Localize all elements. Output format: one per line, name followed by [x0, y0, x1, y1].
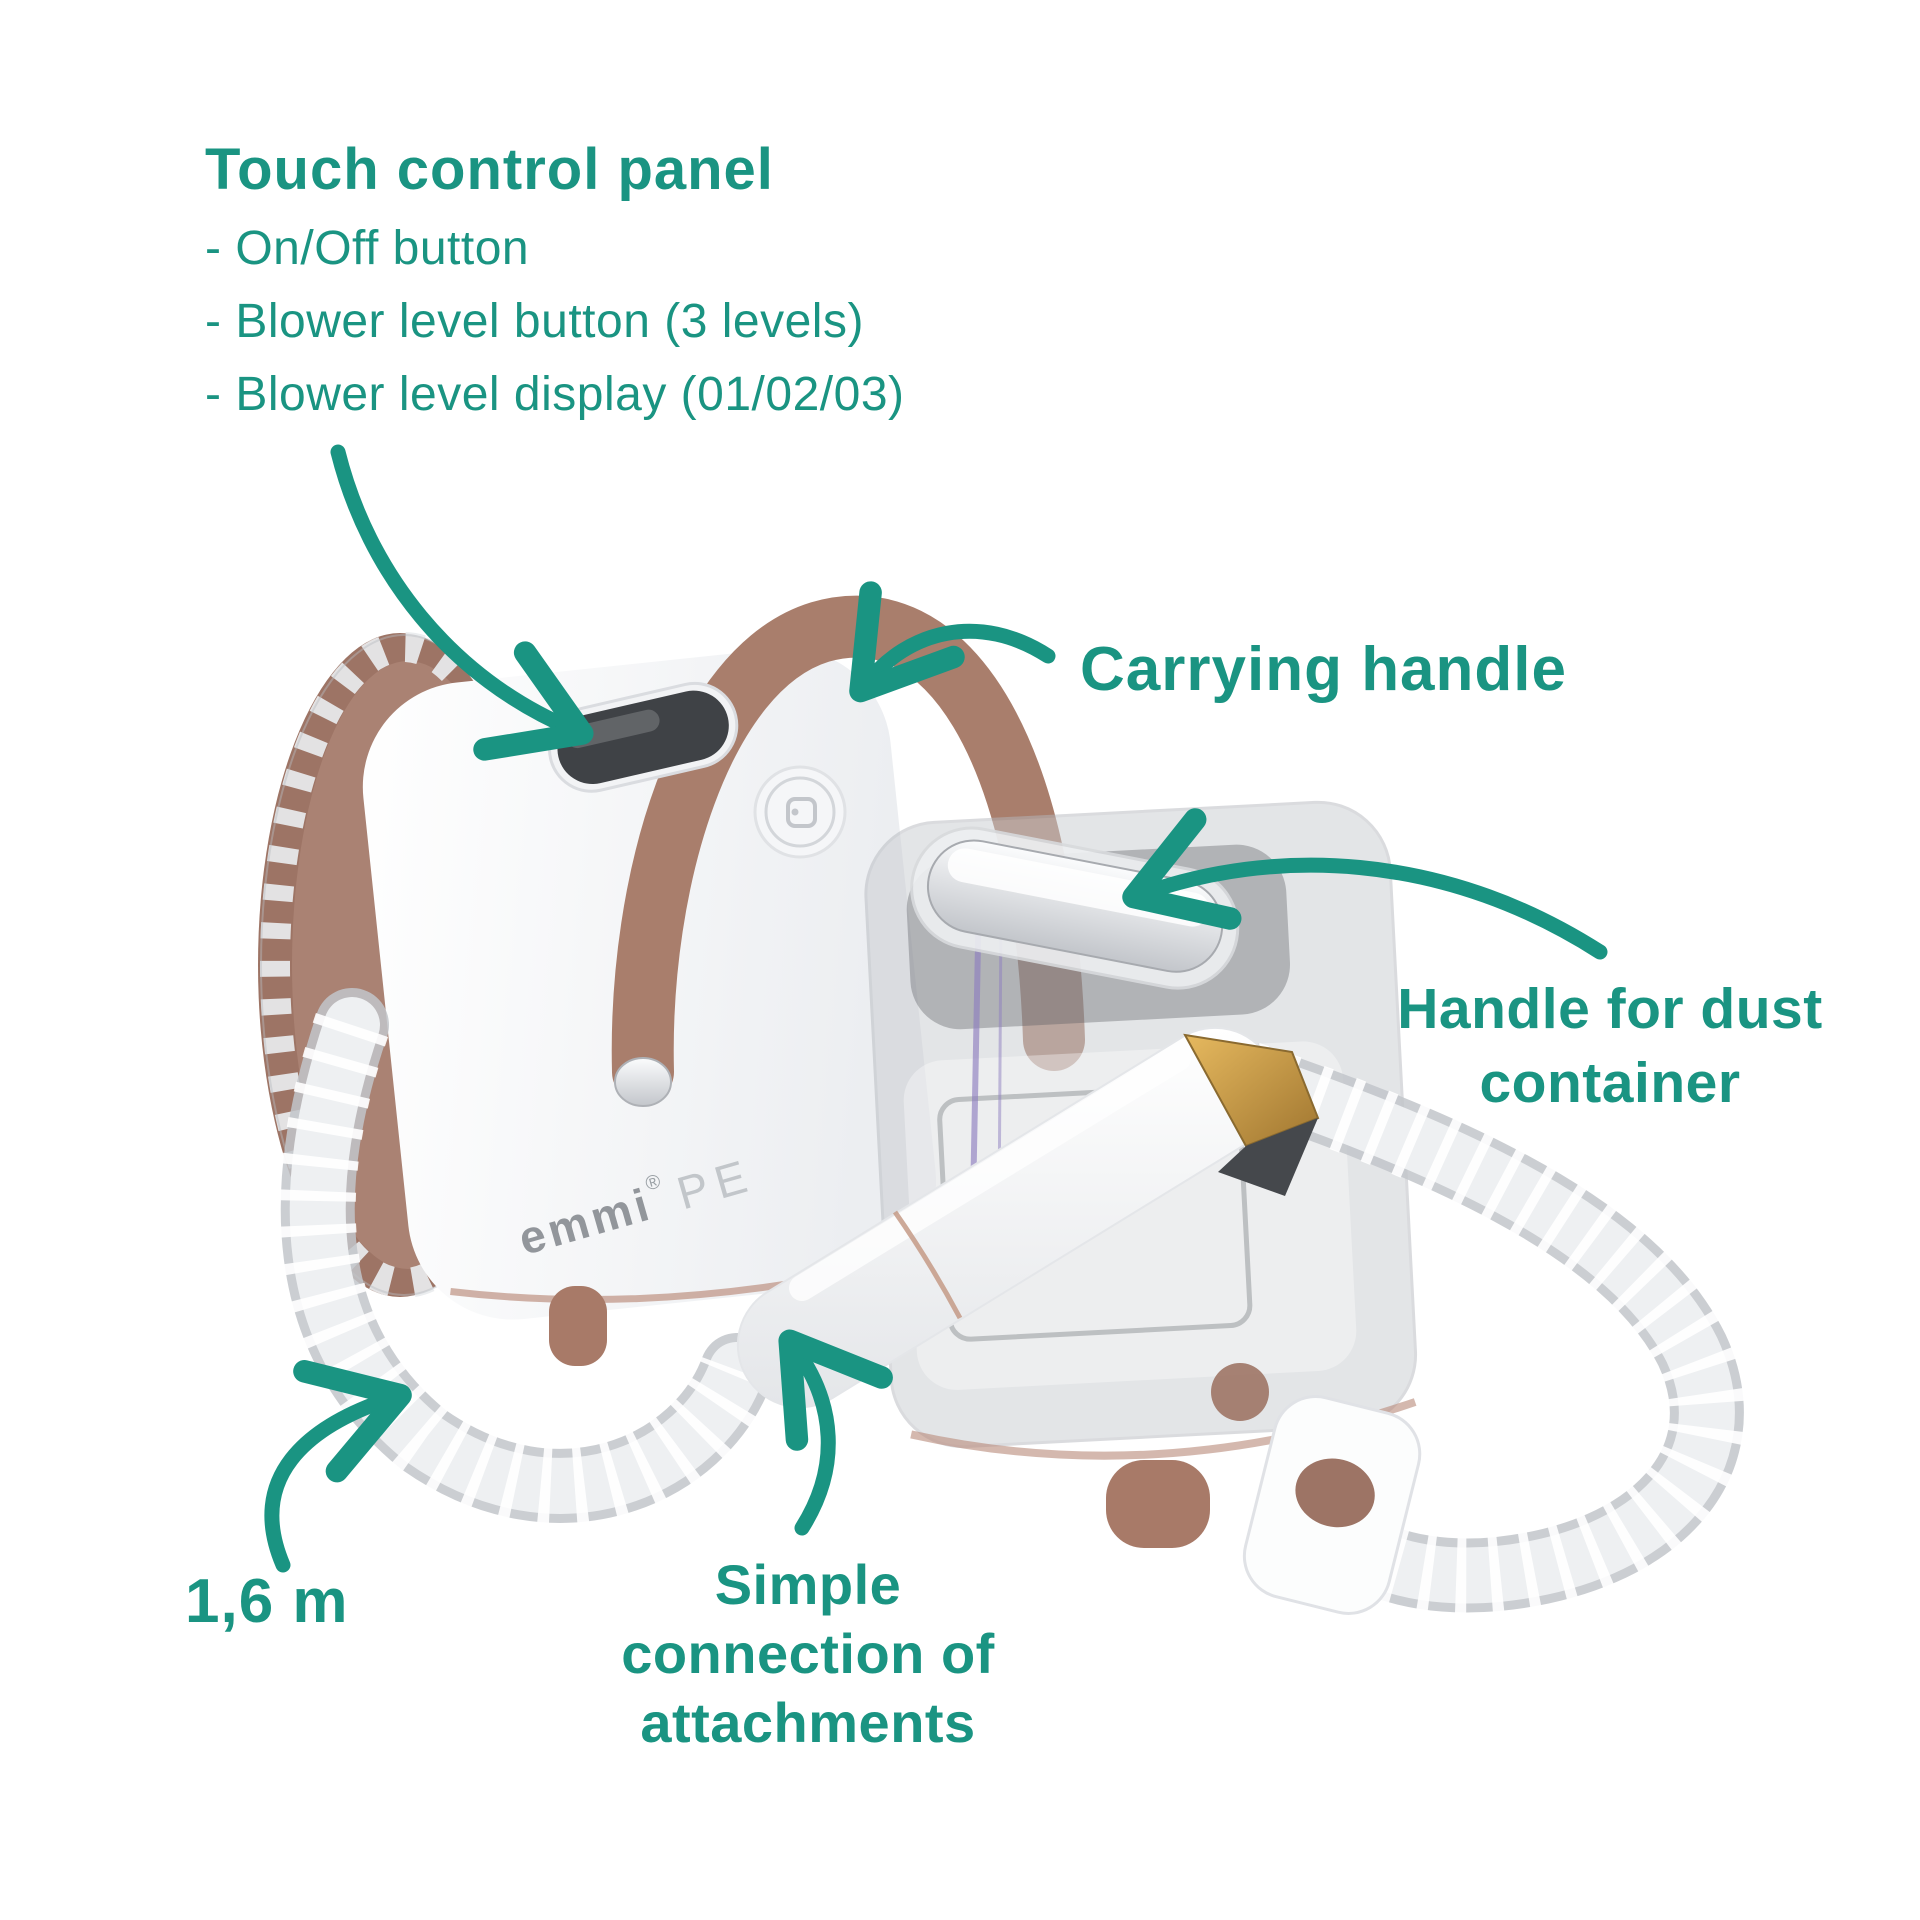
connection-label: Simple connection of attachments	[552, 1550, 1064, 1757]
connection-line: connection of	[621, 1622, 995, 1685]
device-foot-left	[549, 1286, 607, 1366]
feature-item: - On/Off button	[205, 222, 530, 275]
connection-arrow-icon	[778, 1329, 893, 1536]
hose-length-arrow-icon	[264, 1360, 412, 1573]
connector-dot	[1295, 1458, 1375, 1528]
feature-item: - Blower level button (3 levels)	[205, 295, 864, 348]
hose-port-dot	[1211, 1363, 1269, 1421]
attachment-seam	[892, 1210, 963, 1320]
touch-panel-feature-list: - On/Off button - Blower level button (3…	[205, 212, 905, 431]
touch-panel-title: Touch control panel	[205, 137, 774, 202]
carrying-handle-label: Carrying handle	[1080, 635, 1567, 704]
hose-length-label: 1,6 m	[185, 1567, 349, 1636]
dust-handle-line: Handle for dust	[1397, 977, 1823, 1041]
release-button	[753, 765, 847, 859]
hose-connector	[1242, 1395, 1422, 1615]
attachment-blade-shadow	[1218, 1118, 1318, 1196]
dust-handle-line: container	[1479, 1051, 1741, 1115]
connection-line: Simple	[714, 1553, 902, 1616]
carrying-strap	[611, 595, 1085, 1107]
release-button-icon	[786, 797, 817, 828]
connection-line: attachments	[640, 1691, 976, 1754]
touch-display	[548, 681, 739, 793]
dust-handle-arrow-icon	[1122, 808, 1608, 960]
device-foot-right	[1106, 1460, 1210, 1548]
suction-hose-left	[279, 988, 774, 1524]
dust-handle-label: Handle for dust container	[1350, 972, 1870, 1120]
feature-item: - Blower level display (01/02/03)	[205, 368, 905, 421]
carrying-handle-arrow-icon	[849, 581, 1056, 703]
attachment-handle	[736, 1026, 1320, 1409]
touch-panel-arrow-icon	[330, 444, 594, 761]
strap-pin	[614, 1057, 672, 1107]
